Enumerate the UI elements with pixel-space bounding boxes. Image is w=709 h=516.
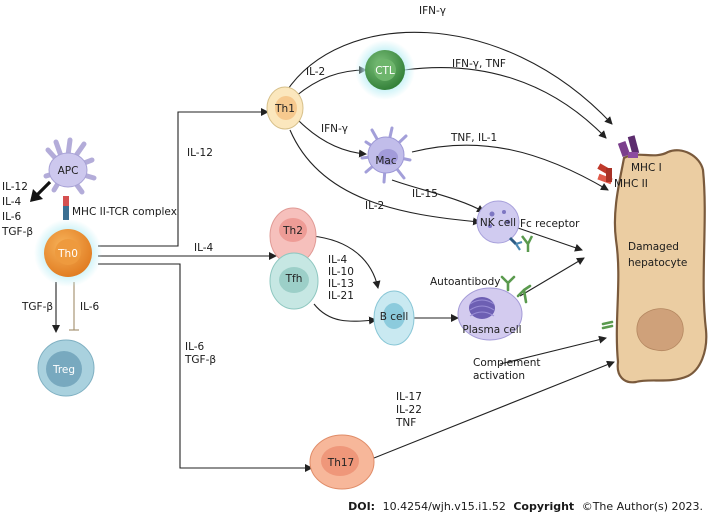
ctl-cell: CTL xyxy=(355,40,415,100)
th1-mac-label: IFN-γ xyxy=(321,123,348,135)
damaged-hepatocyte: Damaged hepatocyte xyxy=(613,149,708,384)
arrow-complement-hep xyxy=(499,335,607,365)
mac-label: Mac xyxy=(375,155,396,167)
to-th17-label-1: IL-6 xyxy=(185,341,205,353)
apc-cell: APC xyxy=(43,137,97,195)
th1-ifn-top-label: IFN-γ xyxy=(419,5,446,17)
th1-ctl-label: IL-2 xyxy=(306,66,325,78)
plasma-label: Plasma cell xyxy=(462,324,521,336)
th2-cell: Th2 xyxy=(269,207,317,265)
th17-cytokine-1: IL-17 xyxy=(396,391,422,403)
arrow-th17-hep xyxy=(373,360,615,459)
treg-cell: Treg xyxy=(37,339,95,397)
svg-text:IL-17 IL-22 TNF: IL-17 IL-22 TNF xyxy=(395,391,425,429)
th1-cell: Th1 xyxy=(266,86,304,130)
nk-cell: NK cell xyxy=(476,200,534,252)
arrow-th1-ifn-hep xyxy=(285,31,613,125)
th0-treg-right-label: IL-6 xyxy=(80,301,100,313)
mhc-tcr-complex xyxy=(63,196,69,220)
antibody-icon xyxy=(500,275,614,330)
th0-cell: Th0 xyxy=(34,219,102,287)
connectors xyxy=(52,31,615,472)
to-th17-label-2: TGF-β xyxy=(184,354,216,366)
mhc1-label: MHC I xyxy=(631,162,662,174)
fc-receptor-icon xyxy=(508,235,534,252)
mac-nk-label: IL-15 xyxy=(412,188,438,200)
svg-text:IL-12 IL-4 IL-6: IL-12 IL-4 IL-6 TGF-β xyxy=(1,181,33,238)
arrow-plasma-hep xyxy=(519,257,585,297)
ctl-out-label: IFN-γ, TNF xyxy=(452,58,506,70)
arrow-th1-mac xyxy=(297,119,367,158)
arrow-tfh-bcell xyxy=(313,303,377,325)
mac-out-label: TNF, IL-1 xyxy=(450,132,497,144)
svg-text:IL-4 IL-10 IL-13: IL-4 IL-10 IL-13 IL-21 xyxy=(328,254,357,302)
arrow-th1-nk xyxy=(289,129,481,226)
tfh-cytokine-3: IL-13 xyxy=(328,278,354,290)
arrow-th2-bcell xyxy=(311,235,381,289)
doi-value: 10.4254/wjh.v15.i1.52 xyxy=(383,500,506,513)
footer: DOI: 10.4254/wjh.v15.i1.52 Copyright ©Th… xyxy=(348,500,703,513)
svg-text:IL-6 TGF-β: IL-6 TGF-β xyxy=(184,341,216,366)
mhc2-label: MHC II xyxy=(614,178,648,190)
tfh-cytokine-1: IL-4 xyxy=(328,254,348,266)
autoantibody-label: Autoantibody xyxy=(430,276,500,288)
complement-label-1: Complement xyxy=(473,357,541,369)
svg-text:DOI: 10.4254/wjh.v15.i1.: DOI: 10.4254/wjh.v15.i1.52 Copyright ©Th… xyxy=(348,500,703,513)
arrow-mac-hep xyxy=(411,144,609,191)
th1-label: Th1 xyxy=(274,103,295,115)
mac-cell: Mac xyxy=(360,126,412,184)
th0-treg-left-label: TGF-β xyxy=(21,301,53,313)
nk-label: NK cell xyxy=(480,217,516,229)
hepatocyte-label-1: Damaged xyxy=(628,241,679,253)
th0-label: Th0 xyxy=(57,248,78,260)
to-th2-label: IL-4 xyxy=(194,242,214,254)
arrow-mac-nk xyxy=(391,179,485,213)
tfh-cell: Tfh xyxy=(269,252,319,310)
apc-cytokine-3: IL-6 xyxy=(2,211,22,223)
hepatocyte-label-2: hepatocyte xyxy=(628,257,687,269)
b-cell: B cell xyxy=(373,290,415,346)
copyright-label: Copyright xyxy=(513,500,574,513)
th17-cytokine-3: TNF xyxy=(395,417,416,429)
arrow-nk-hep xyxy=(517,227,583,252)
treg-label: Treg xyxy=(52,364,75,376)
apc-label: APC xyxy=(58,165,79,177)
tfh-cytokine-4: IL-21 xyxy=(328,290,354,302)
th2-label: Th2 xyxy=(282,225,303,237)
mhc-tcr-label: MHC II-TCR complex xyxy=(72,206,177,218)
to-th1-label: IL-12 xyxy=(187,147,213,159)
svg-text:Complement activation: Complement activation xyxy=(473,357,544,382)
th1-nk-label: IL-2 xyxy=(365,200,384,212)
apc-cytokine-2: IL-4 xyxy=(2,196,22,208)
mhc1-icon xyxy=(617,135,640,158)
copyright-value: ©The Author(s) 2023. xyxy=(582,500,703,513)
svg-text:Damaged hepatocyte: Damaged hepatocyte xyxy=(628,241,687,269)
complement-label-2: activation xyxy=(473,370,525,382)
apc-release-arrow xyxy=(30,180,52,202)
doi-label: DOI: xyxy=(348,500,375,513)
tfh-cytokine-2: IL-10 xyxy=(328,266,354,278)
th17-label: Th17 xyxy=(327,457,354,469)
mhc2-icon xyxy=(597,163,613,185)
apc-cytokine-1: IL-12 xyxy=(2,181,28,193)
plasma-cell: Plasma cell xyxy=(457,287,523,341)
th17-cytokine-2: IL-22 xyxy=(396,404,422,416)
bcell-label: B cell xyxy=(380,311,409,323)
ctl-label: CTL xyxy=(375,65,395,77)
mhc-receptors xyxy=(597,135,640,185)
arrow-th0-th17 xyxy=(98,263,313,472)
text-labels: IL-12 IL-4 IL-6 TGF-β MHC II-TCR complex… xyxy=(1,5,662,429)
fc-receptor-label: Fc receptor xyxy=(520,218,580,230)
tfh-label: Tfh xyxy=(285,273,303,285)
arrow-ctl-hep xyxy=(403,67,607,139)
th17-cell: Th17 xyxy=(309,434,375,490)
apc-cytokine-4: TGF-β xyxy=(1,226,33,238)
arrow-th0-th1 xyxy=(98,108,269,247)
